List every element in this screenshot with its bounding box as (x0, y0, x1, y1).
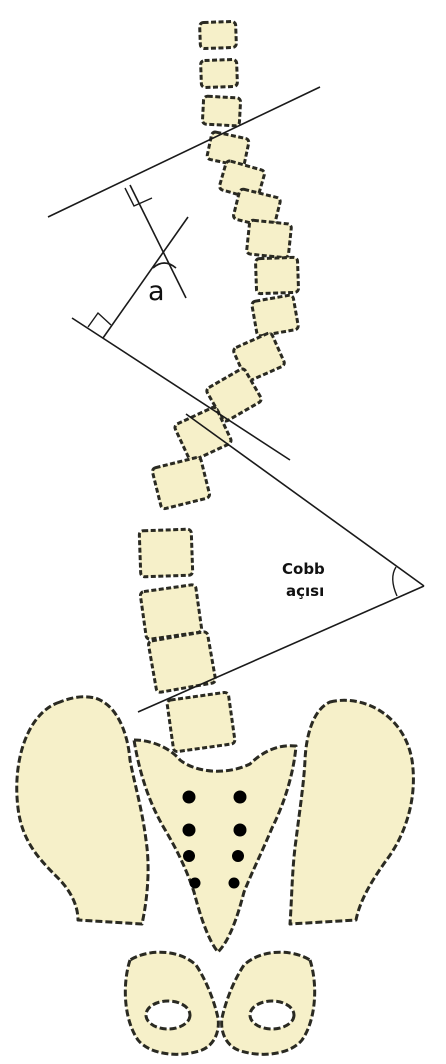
left-obturator (146, 1001, 190, 1029)
upper-end-line (48, 87, 320, 217)
right-angle-marker-lower (88, 313, 111, 327)
angle-a-arc (153, 263, 176, 268)
vertebra-17 (167, 692, 236, 752)
vertebra-16 (148, 631, 216, 693)
right-obturator (250, 1001, 294, 1029)
vertebra-13 (152, 457, 211, 510)
vertebra-2 (201, 59, 238, 87)
cobb-angle-arc (393, 567, 397, 596)
cobb-label-line2: açısı (286, 582, 324, 600)
foramen-r1 (234, 791, 247, 804)
pelvis (17, 697, 414, 1055)
foramen-l1 (183, 791, 196, 804)
foramen-l2 (183, 824, 196, 837)
vertebra-9 (251, 295, 298, 337)
foramen-r3 (232, 850, 244, 862)
foramen-r2 (234, 824, 247, 837)
vertebra-15 (140, 584, 202, 639)
foramen-l3 (183, 850, 195, 862)
spine (139, 21, 299, 752)
vertebra-7 (246, 220, 291, 258)
foramen-r4 (229, 878, 240, 889)
right-angle-marker-upper (125, 188, 152, 206)
vertebra-3 (202, 96, 240, 126)
foramen-l4 (190, 878, 201, 889)
vertebra-14 (139, 529, 193, 577)
vertebra-8 (255, 257, 298, 293)
cobb-label-line1: Cobb (282, 560, 325, 578)
right-ilium (290, 700, 413, 924)
vertebra-1 (200, 21, 237, 48)
sacrum (134, 740, 296, 952)
angle-a-label: a (148, 276, 165, 307)
left-ilium (17, 697, 148, 924)
